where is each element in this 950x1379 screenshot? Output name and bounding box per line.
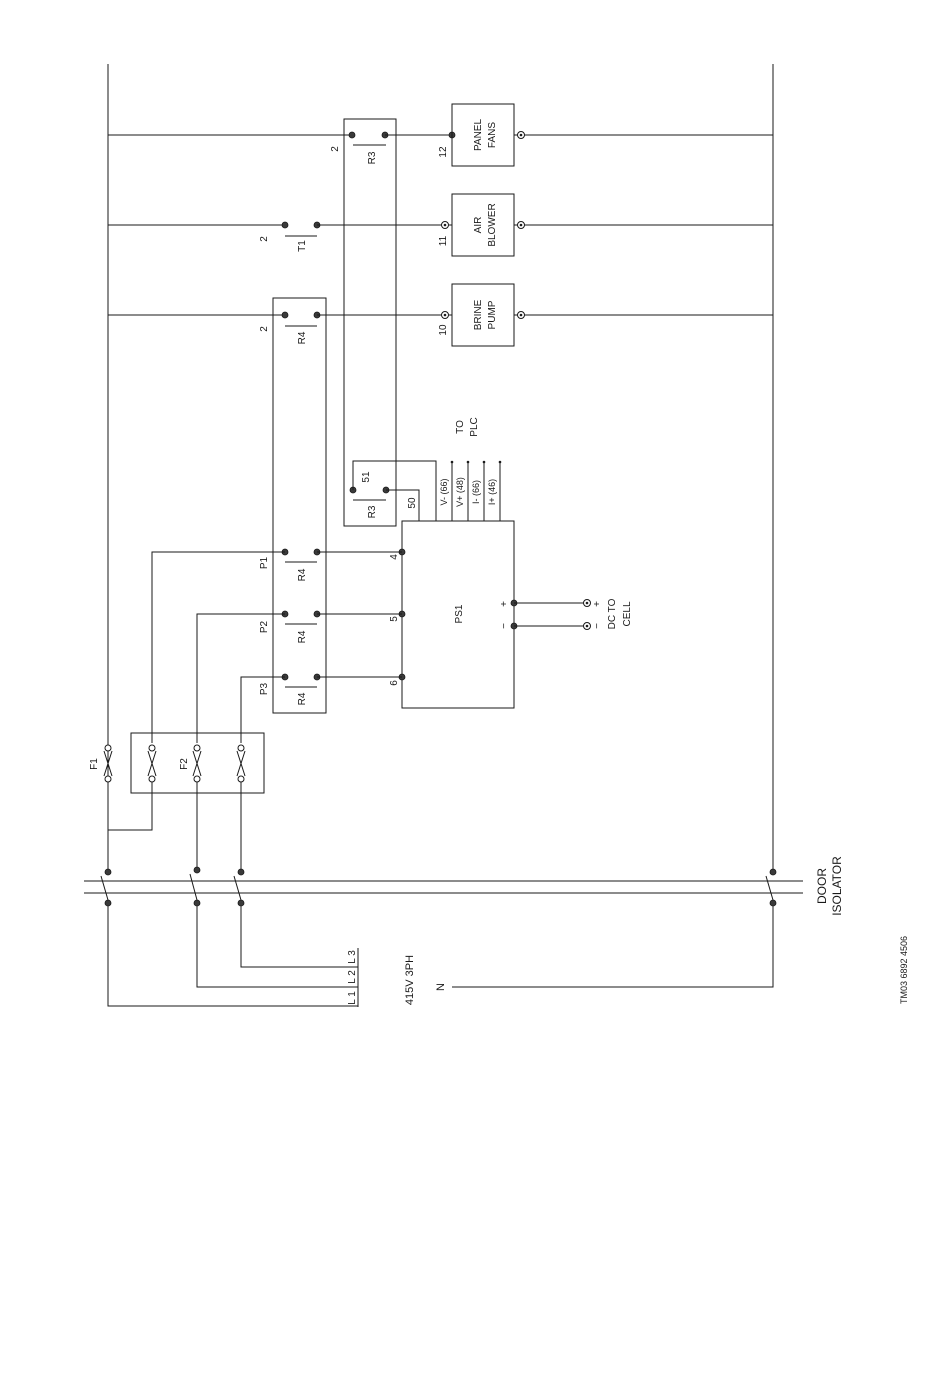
bus-lines xyxy=(108,64,773,873)
fuse-f1-label: F1 xyxy=(89,758,100,770)
terminal-11: 11 xyxy=(438,235,449,246)
terminal-12: 12 xyxy=(438,146,449,158)
panel-fans-label-1: PANEL xyxy=(473,119,484,151)
contact-r4-pump: R4 xyxy=(297,331,308,344)
contact-p1-terminal: 4 xyxy=(389,554,400,560)
phase-l1-label: L 1 xyxy=(347,991,358,1005)
brine-pump-label-1: BRINE xyxy=(473,299,484,330)
cell-label: CELL xyxy=(622,601,633,626)
contact-p2-ref: P2 xyxy=(259,620,270,633)
wire-number-blower: 2 xyxy=(259,236,270,242)
drawing-reference: TM03 6892 4506 xyxy=(899,936,909,1004)
labels: PANEL FANS AIR BLOWER BRINE PUMP 12 11 1… xyxy=(89,119,909,1006)
ps1-block xyxy=(399,521,591,708)
contact-p3-relay: R4 xyxy=(297,692,308,705)
ps1-minus: − xyxy=(499,623,510,629)
phase-l3-label: L 3 xyxy=(347,950,358,964)
wire-number-pump: 2 xyxy=(259,326,270,332)
r4-main-contacts xyxy=(152,549,402,743)
contact-p2-terminal: 5 xyxy=(389,616,400,622)
supply-voltage-label: 415V 3PH xyxy=(404,955,416,1005)
plc-signal-i-minus: I- (66) xyxy=(471,480,481,504)
plc-relay-r3: R3 xyxy=(367,505,378,518)
dc-plus: + xyxy=(592,601,603,607)
door-label: DOOR xyxy=(815,868,829,904)
contact-p2-relay: R4 xyxy=(297,630,308,643)
contact-r3-fans: R3 xyxy=(367,151,378,164)
plc-terminal-51: 51 xyxy=(361,471,372,483)
brine-pump-label-2: PUMP xyxy=(487,300,498,329)
contact-p1-ref: P1 xyxy=(259,556,270,569)
ps1-label: PS1 xyxy=(454,604,465,623)
dc-minus: − xyxy=(592,623,603,629)
plc-signal-v-plus: V+ (48) xyxy=(455,477,465,507)
phase-l2-label: L 2 xyxy=(347,970,358,984)
contact-t1: T1 xyxy=(297,240,308,252)
door-isolator xyxy=(84,867,803,906)
air-blower-label-2: BLOWER xyxy=(487,203,498,246)
contact-p3-terminal: 6 xyxy=(389,680,400,686)
contact-p3-ref: P3 xyxy=(259,682,270,695)
dc-to-label: DC TO xyxy=(607,598,618,629)
plc-to-label: TO xyxy=(455,420,466,434)
ps1-plus: + xyxy=(499,601,510,607)
air-blower-label-1: AIR xyxy=(473,217,484,234)
plc-label: PLC xyxy=(469,417,480,436)
terminal-10: 10 xyxy=(438,324,449,336)
plc-signal-v-minus: V- (66) xyxy=(439,478,449,505)
isolator-label: ISOLATOR xyxy=(830,856,844,916)
contact-p1-relay: R4 xyxy=(297,568,308,581)
wire-number-fans: 2 xyxy=(330,146,341,152)
fuse-f2-label: F2 xyxy=(179,758,190,770)
neutral-label: N xyxy=(435,983,447,991)
panel-fans-label-2: FANS xyxy=(487,122,498,148)
plc-terminal-50: 50 xyxy=(407,497,418,509)
fuses xyxy=(104,733,264,870)
plc-signal-i-plus: I+ (46) xyxy=(487,479,497,505)
